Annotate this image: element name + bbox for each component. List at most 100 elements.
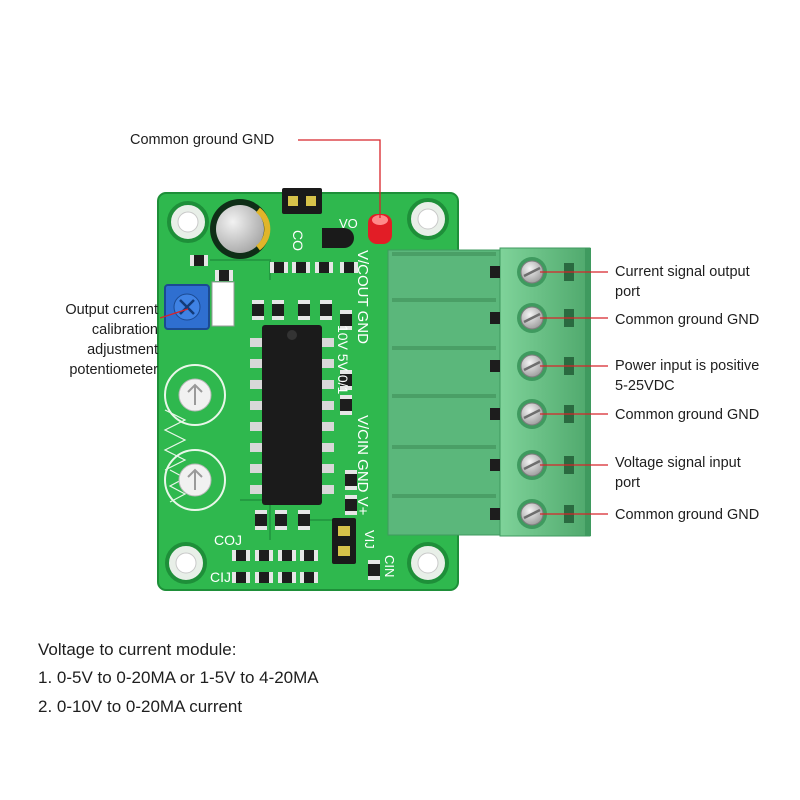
smd-pad bbox=[298, 526, 310, 530]
smd-resistor bbox=[190, 255, 208, 266]
smd-resistor bbox=[340, 262, 358, 273]
silk-co: CO bbox=[290, 230, 306, 251]
ic-pins bbox=[250, 338, 334, 494]
smd-pad bbox=[284, 262, 288, 273]
screw-slot bbox=[523, 408, 541, 420]
smd-resistor bbox=[345, 495, 357, 515]
smd-resistor bbox=[232, 550, 250, 561]
terminal-block bbox=[387, 247, 591, 537]
jumper-top bbox=[282, 188, 322, 214]
smd-pad bbox=[269, 572, 273, 583]
smd-components bbox=[190, 255, 380, 583]
smd-pad bbox=[190, 255, 194, 266]
smd-pad bbox=[300, 572, 304, 583]
callout-line: Voltage signal input bbox=[615, 455, 741, 471]
terminal-slot bbox=[490, 312, 500, 324]
callout-line: Common ground GND bbox=[615, 407, 760, 423]
smd-pad bbox=[232, 550, 236, 561]
terminal-ridge bbox=[392, 252, 496, 256]
smd-resistor bbox=[270, 262, 288, 273]
mounting-hole bbox=[407, 198, 449, 240]
smd-pad bbox=[340, 411, 352, 415]
ic-pin bbox=[250, 464, 262, 473]
callout-line: adjustment bbox=[87, 342, 158, 358]
description-item: 1. 0-5V to 0-20MA or 1-5V to 4-20MA bbox=[38, 668, 319, 687]
smd-resistor bbox=[315, 262, 333, 273]
smd-pad bbox=[292, 262, 296, 273]
smd-pad bbox=[314, 550, 318, 561]
callout-gnd-6: Common ground GND bbox=[615, 505, 795, 525]
smd-resistor bbox=[300, 550, 318, 561]
ic-pin bbox=[250, 380, 262, 389]
silk-cin-gnd: V/CIN GND V+ bbox=[354, 415, 371, 516]
silk-range: 10V 5V 0/1 bbox=[335, 325, 351, 394]
callout-potentiometer: Output current calibration adjustment po… bbox=[10, 300, 158, 380]
callout-line: Power input is positive bbox=[615, 358, 760, 374]
smd-pad bbox=[292, 550, 296, 561]
smd-resistor bbox=[275, 510, 287, 530]
smd-pad bbox=[246, 572, 250, 583]
smd-resistor bbox=[272, 300, 284, 320]
smd-pad bbox=[345, 486, 357, 490]
ic-pin bbox=[250, 359, 262, 368]
description-title: Voltage to current module: bbox=[38, 640, 237, 659]
smd-pad bbox=[298, 316, 310, 320]
smd-pad bbox=[340, 395, 352, 399]
ic-pin bbox=[250, 338, 262, 347]
smd-pad bbox=[300, 550, 304, 561]
smd-pad bbox=[269, 550, 273, 561]
callout-line: Common ground GND bbox=[615, 312, 760, 328]
smd-pad bbox=[232, 572, 236, 583]
smd-pad bbox=[275, 526, 287, 530]
screw-slot bbox=[523, 459, 541, 471]
smd-pad bbox=[345, 470, 357, 474]
ic-pin bbox=[322, 485, 334, 494]
silk-cij: CIJ bbox=[210, 569, 231, 585]
smd-resistor bbox=[215, 270, 233, 281]
smd-resistor bbox=[368, 560, 380, 580]
silk-cout-gnd: V/COUT GND bbox=[354, 250, 371, 344]
ic-pin bbox=[322, 422, 334, 431]
transistor bbox=[322, 228, 354, 248]
smd-pad bbox=[278, 550, 282, 561]
terminal-ridge bbox=[392, 346, 496, 350]
terminal-slot bbox=[490, 508, 500, 520]
pcb-board: V/COUT GND 10V 5V 0/1 V/CIN GND V+ CO VO… bbox=[157, 188, 459, 591]
smd-pad bbox=[315, 262, 319, 273]
ic-chip bbox=[262, 325, 322, 505]
silk-coj: COJ bbox=[214, 532, 242, 548]
smd-resistor bbox=[278, 550, 296, 561]
smd-pad bbox=[255, 572, 259, 583]
ic-pin bbox=[322, 443, 334, 452]
callout-gnd-2: Common ground GND bbox=[615, 310, 795, 330]
smd-resistor bbox=[292, 262, 310, 273]
smd-pad bbox=[275, 510, 287, 514]
silk-vij: VIJ bbox=[362, 530, 377, 549]
smd-pad bbox=[272, 316, 284, 320]
ic-pin bbox=[250, 422, 262, 431]
smd-pad bbox=[340, 310, 352, 314]
terminal-ridge bbox=[392, 445, 496, 449]
callout-line: 5-25VDC bbox=[615, 378, 675, 394]
smd-pad bbox=[270, 262, 274, 273]
screw-slot bbox=[523, 360, 541, 372]
smd-pad bbox=[329, 262, 333, 273]
smd-pad bbox=[252, 300, 264, 304]
callout-power-input: Power input is positive 5-25VDC bbox=[615, 356, 795, 396]
smd-pad bbox=[368, 560, 380, 564]
ic-pin bbox=[322, 464, 334, 473]
callout-line: potentiometer bbox=[69, 362, 158, 378]
ic-pin bbox=[322, 359, 334, 368]
smd-pad bbox=[314, 572, 318, 583]
smd-pad bbox=[320, 300, 332, 304]
smd-pad bbox=[215, 270, 219, 281]
smd-pad bbox=[298, 300, 310, 304]
terminal-screws bbox=[392, 252, 574, 529]
ic-pin bbox=[250, 401, 262, 410]
terminal-slot bbox=[490, 408, 500, 420]
smd-pad bbox=[340, 370, 352, 374]
callout-voltage-input: Voltage signal input port bbox=[615, 453, 795, 493]
smd-pad bbox=[345, 511, 357, 515]
rotary-switch-2 bbox=[164, 449, 226, 511]
